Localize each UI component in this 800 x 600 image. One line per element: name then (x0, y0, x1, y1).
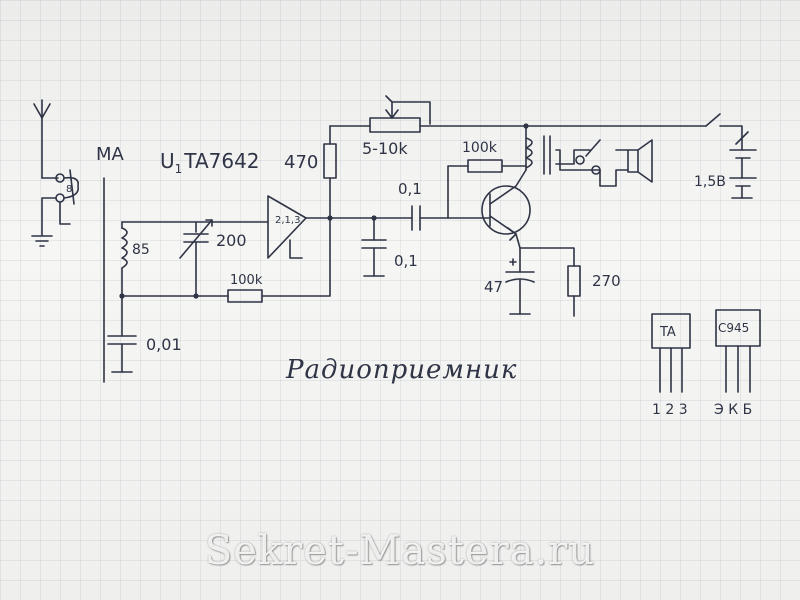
ic-pin-numbers: 2,1,3 (275, 215, 300, 226)
antenna-coil (41, 169, 80, 236)
ic-ta7642 (195, 195, 331, 259)
antenna-icon (33, 99, 59, 179)
bottom-cap-value: 0,01 (146, 335, 182, 354)
coupling-capacitor (327, 205, 491, 231)
top-rail (329, 113, 743, 151)
emitter-cap-value: 47 (484, 278, 503, 296)
bias-resistor-value: 100k (462, 140, 498, 156)
resistor-470 (323, 125, 337, 219)
pinout-c945-pins: Э К Б (714, 402, 752, 418)
emitter-resistor-value: 270 (592, 272, 621, 290)
coil-value: 85 (132, 242, 150, 258)
ferrite-label: MA (96, 144, 125, 165)
tuning-coil (121, 221, 197, 297)
ground-cap-value: 0,1 (394, 252, 418, 270)
bias-resistor (447, 159, 527, 219)
pinout-ta-label: TA (659, 325, 676, 340)
pinout-c945 (715, 309, 761, 393)
output-transformer (525, 135, 629, 187)
pinout-c945-label: C945 (718, 321, 749, 335)
var-cap-value: 200 (216, 231, 247, 250)
pot-value: 5-10k (362, 139, 408, 158)
potentiometer-wiper (385, 95, 431, 125)
variable-capacitor (179, 219, 213, 297)
battery-value: 1,5В (694, 174, 726, 190)
resistor-470-value: 470 (284, 152, 318, 173)
pinout-ta7642 (651, 313, 691, 393)
transistor-c945 (481, 123, 531, 249)
ground-icon (31, 235, 53, 247)
diagram-title: Радиоприемник (285, 355, 517, 385)
watermark: Sekret-Mastera.ru (204, 528, 596, 574)
coil-turns-label: 8 (66, 184, 72, 195)
feedback-resistor-value: 100k (230, 273, 263, 288)
emitter-network (505, 247, 581, 317)
battery-icon (729, 131, 757, 199)
coupling-cap-value: 0,1 (398, 180, 422, 198)
bottom-capacitor (107, 295, 137, 373)
ground-capacitor (361, 217, 387, 277)
pinout-ta-pins: 1 2 3 (652, 402, 688, 418)
speaker-icon (615, 139, 653, 183)
